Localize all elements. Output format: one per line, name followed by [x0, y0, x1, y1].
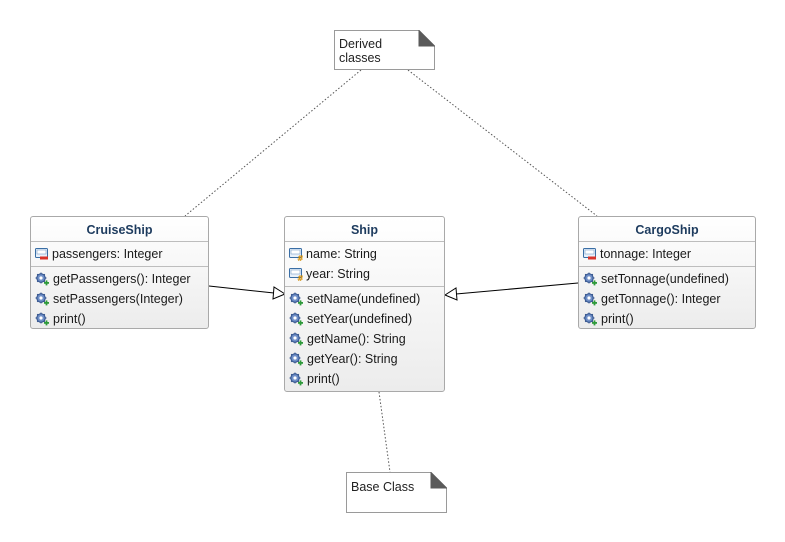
attribute-label: name: String [306, 247, 377, 261]
operation-row[interactable]: getName(): String [285, 329, 444, 349]
attribute-row[interactable]: #year: String [285, 264, 444, 284]
protected-field-icon: # [289, 267, 306, 281]
operation-label: setTonnage(undefined) [601, 272, 729, 286]
attribute-compartment: #name: String#year: String [285, 242, 444, 287]
operation-row[interactable]: getTonnage(): Integer [579, 289, 755, 309]
note-derived-classes[interactable]: Derived classes [334, 30, 435, 70]
class-cargoship[interactable]: CargoShip tonnage: Integer setTonnage(un… [578, 216, 756, 329]
note-link-derived-cargo [407, 69, 598, 217]
class-cruiseship[interactable]: CruiseShip passengers: Integer getPassen… [30, 216, 209, 329]
attribute-row[interactable]: #name: String [285, 244, 444, 264]
svg-text:#: # [297, 254, 303, 261]
class-name: Ship [285, 217, 444, 242]
public-method-icon [289, 352, 307, 367]
operation-label: print() [601, 312, 634, 326]
attribute-compartment: tonnage: Integer [579, 242, 755, 267]
operation-compartment: setName(undefined) setYear(undefined) getN… [285, 287, 444, 391]
attribute-label: year: String [306, 267, 370, 281]
svg-text:#: # [297, 274, 303, 281]
class-name: CargoShip [579, 217, 755, 242]
generalization-cargo-to-ship [455, 282, 579, 295]
attribute-row[interactable]: tonnage: Integer [579, 244, 755, 264]
operation-label: print() [53, 312, 86, 326]
public-method-icon [289, 332, 307, 347]
operation-row[interactable]: print() [285, 369, 444, 389]
operation-label: setName(undefined) [307, 292, 421, 306]
attribute-label: tonnage: Integer [600, 247, 692, 261]
private-field-icon [35, 247, 52, 261]
operation-row[interactable]: print() [579, 309, 755, 328]
public-method-icon [35, 312, 53, 327]
operation-compartment: getPassengers(): Integer setPassengers(In… [31, 267, 208, 328]
public-method-icon [35, 292, 53, 307]
attribute-row[interactable]: passengers: Integer [31, 244, 208, 264]
operation-row[interactable]: getPassengers(): Integer [31, 269, 208, 289]
operation-row[interactable]: setTonnage(undefined) [579, 269, 755, 289]
operation-label: print() [307, 372, 340, 386]
public-method-icon [289, 312, 307, 327]
note-link-base-ship [378, 391, 391, 473]
public-method-icon [583, 272, 601, 287]
protected-field-icon: # [289, 247, 306, 261]
operation-label: getTonnage(): Integer [601, 292, 721, 306]
generalization-cruise-to-ship [208, 285, 275, 294]
note-shape [346, 472, 447, 513]
public-method-icon [289, 372, 307, 387]
generalization-arrowhead-cruise [272, 286, 287, 300]
attribute-label: passengers: Integer [52, 247, 163, 261]
class-ship[interactable]: Ship #name: String#year: String setName(… [284, 216, 445, 392]
note-shape [334, 30, 435, 70]
note-base-class[interactable]: Base Class [346, 472, 447, 513]
operation-row[interactable]: setYear(undefined) [285, 309, 444, 329]
operation-compartment: setTonnage(undefined) getTonnage(): Integ… [579, 267, 755, 328]
note-text: Base Class [351, 480, 415, 494]
note-link-derived-cruise [184, 69, 362, 217]
operation-label: setPassengers(Integer) [53, 292, 183, 306]
operation-row[interactable]: setPassengers(Integer) [31, 289, 208, 309]
attribute-compartment: passengers: Integer [31, 242, 208, 267]
operation-row[interactable]: getYear(): String [285, 349, 444, 369]
operation-row[interactable]: print() [31, 309, 208, 328]
generalization-arrowhead-cargo [443, 287, 458, 301]
private-field-icon [583, 247, 600, 261]
public-method-icon [583, 292, 601, 307]
note-text: Derived classes [339, 37, 383, 65]
operation-label: setYear(undefined) [307, 312, 413, 326]
class-name: CruiseShip [31, 217, 208, 242]
operation-label: getYear(): String [307, 352, 398, 366]
public-method-icon [35, 272, 53, 287]
operation-label: getPassengers(): Integer [53, 272, 191, 286]
operation-label: getName(): String [307, 332, 406, 346]
public-method-icon [583, 312, 601, 327]
public-method-icon [289, 292, 307, 307]
operation-row[interactable]: setName(undefined) [285, 289, 444, 309]
